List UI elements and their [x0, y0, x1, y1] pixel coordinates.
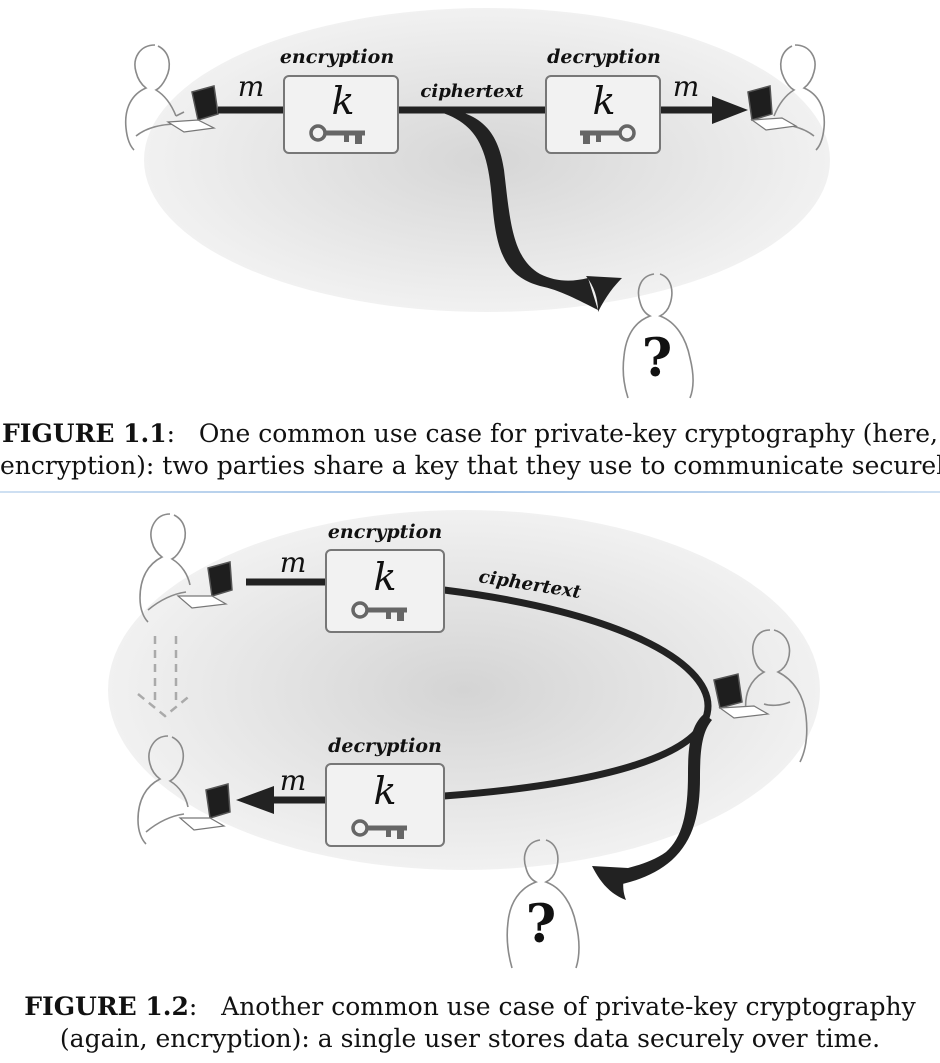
message-label-right: m	[673, 70, 700, 103]
attacker-laptop-icon	[713, 673, 770, 719]
user-past-person	[139, 513, 191, 623]
user-past-laptop-icon	[176, 561, 233, 609]
figure-1-1-caption: FIGURE 1.1: One common use case for priv…	[0, 419, 940, 480]
caption-label: FIGURE 1.2	[24, 992, 189, 1021]
caption-text-line2: (again, encryption): a single user store…	[59, 1024, 881, 1053]
caption-text-line2: encryption): two parties share a key tha…	[0, 451, 940, 480]
eavesdropper-person	[506, 839, 580, 969]
encryption-key-letter: k	[373, 555, 396, 599]
receiver-laptop-icon	[747, 85, 798, 131]
caption-text-line1: Another common use case of private-key c…	[221, 992, 916, 1021]
message-label-bottom: m	[280, 764, 307, 797]
figure-1-2-diagram: k encryption k decryption ciphertext m m…	[108, 510, 820, 969]
decryption-label: decryption	[328, 735, 442, 757]
arrowhead-left-icon	[236, 786, 274, 814]
message-label-top: m	[280, 546, 307, 579]
user-future-laptop-icon	[178, 783, 231, 831]
ciphertext-loop	[443, 586, 712, 800]
decryption-key-letter: k	[373, 769, 396, 813]
question-mark: ?	[526, 894, 556, 955]
sender-laptop-icon	[166, 85, 219, 133]
decryption-box: k	[325, 763, 445, 847]
encryption-key-letter: k	[331, 79, 354, 123]
encryption-box: k	[325, 549, 445, 633]
figure-divider	[0, 491, 940, 493]
caption-text-line1: One common use case for private-key cryp…	[198, 419, 938, 448]
figure-1-1: k encryption k decryption ciphertext m m…	[0, 0, 940, 490]
time-passes-arrow-icon	[137, 636, 193, 718]
figure-1-1-diagram: k encryption k decryption ciphertext m m…	[124, 8, 830, 399]
message-label-left: m	[238, 70, 265, 103]
encryption-box: k	[283, 75, 399, 154]
encryption-label: encryption	[280, 46, 394, 68]
caption-label: FIGURE 1.1	[2, 419, 167, 448]
decryption-key-letter: k	[592, 79, 615, 123]
ciphertext-label: ciphertext	[420, 81, 524, 102]
figure-1-2: k encryption k decryption ciphertext m m…	[0, 494, 940, 1063]
figure-1-2-caption: FIGURE 1.2: Another common use case of p…	[0, 991, 940, 1055]
user-future-person	[137, 735, 189, 845]
encryption-label: encryption	[328, 521, 442, 543]
decryption-box: k	[545, 75, 661, 154]
attacker-person	[744, 629, 808, 763]
decryption-label: decryption	[547, 46, 661, 68]
eavesdrop-tap	[440, 108, 598, 310]
eavesdropper-person	[622, 273, 694, 399]
eavesdrop-tap	[612, 714, 712, 886]
question-mark: ?	[642, 328, 672, 389]
arrowhead-right-icon	[712, 96, 748, 124]
secure-zone-ellipse	[108, 510, 820, 870]
